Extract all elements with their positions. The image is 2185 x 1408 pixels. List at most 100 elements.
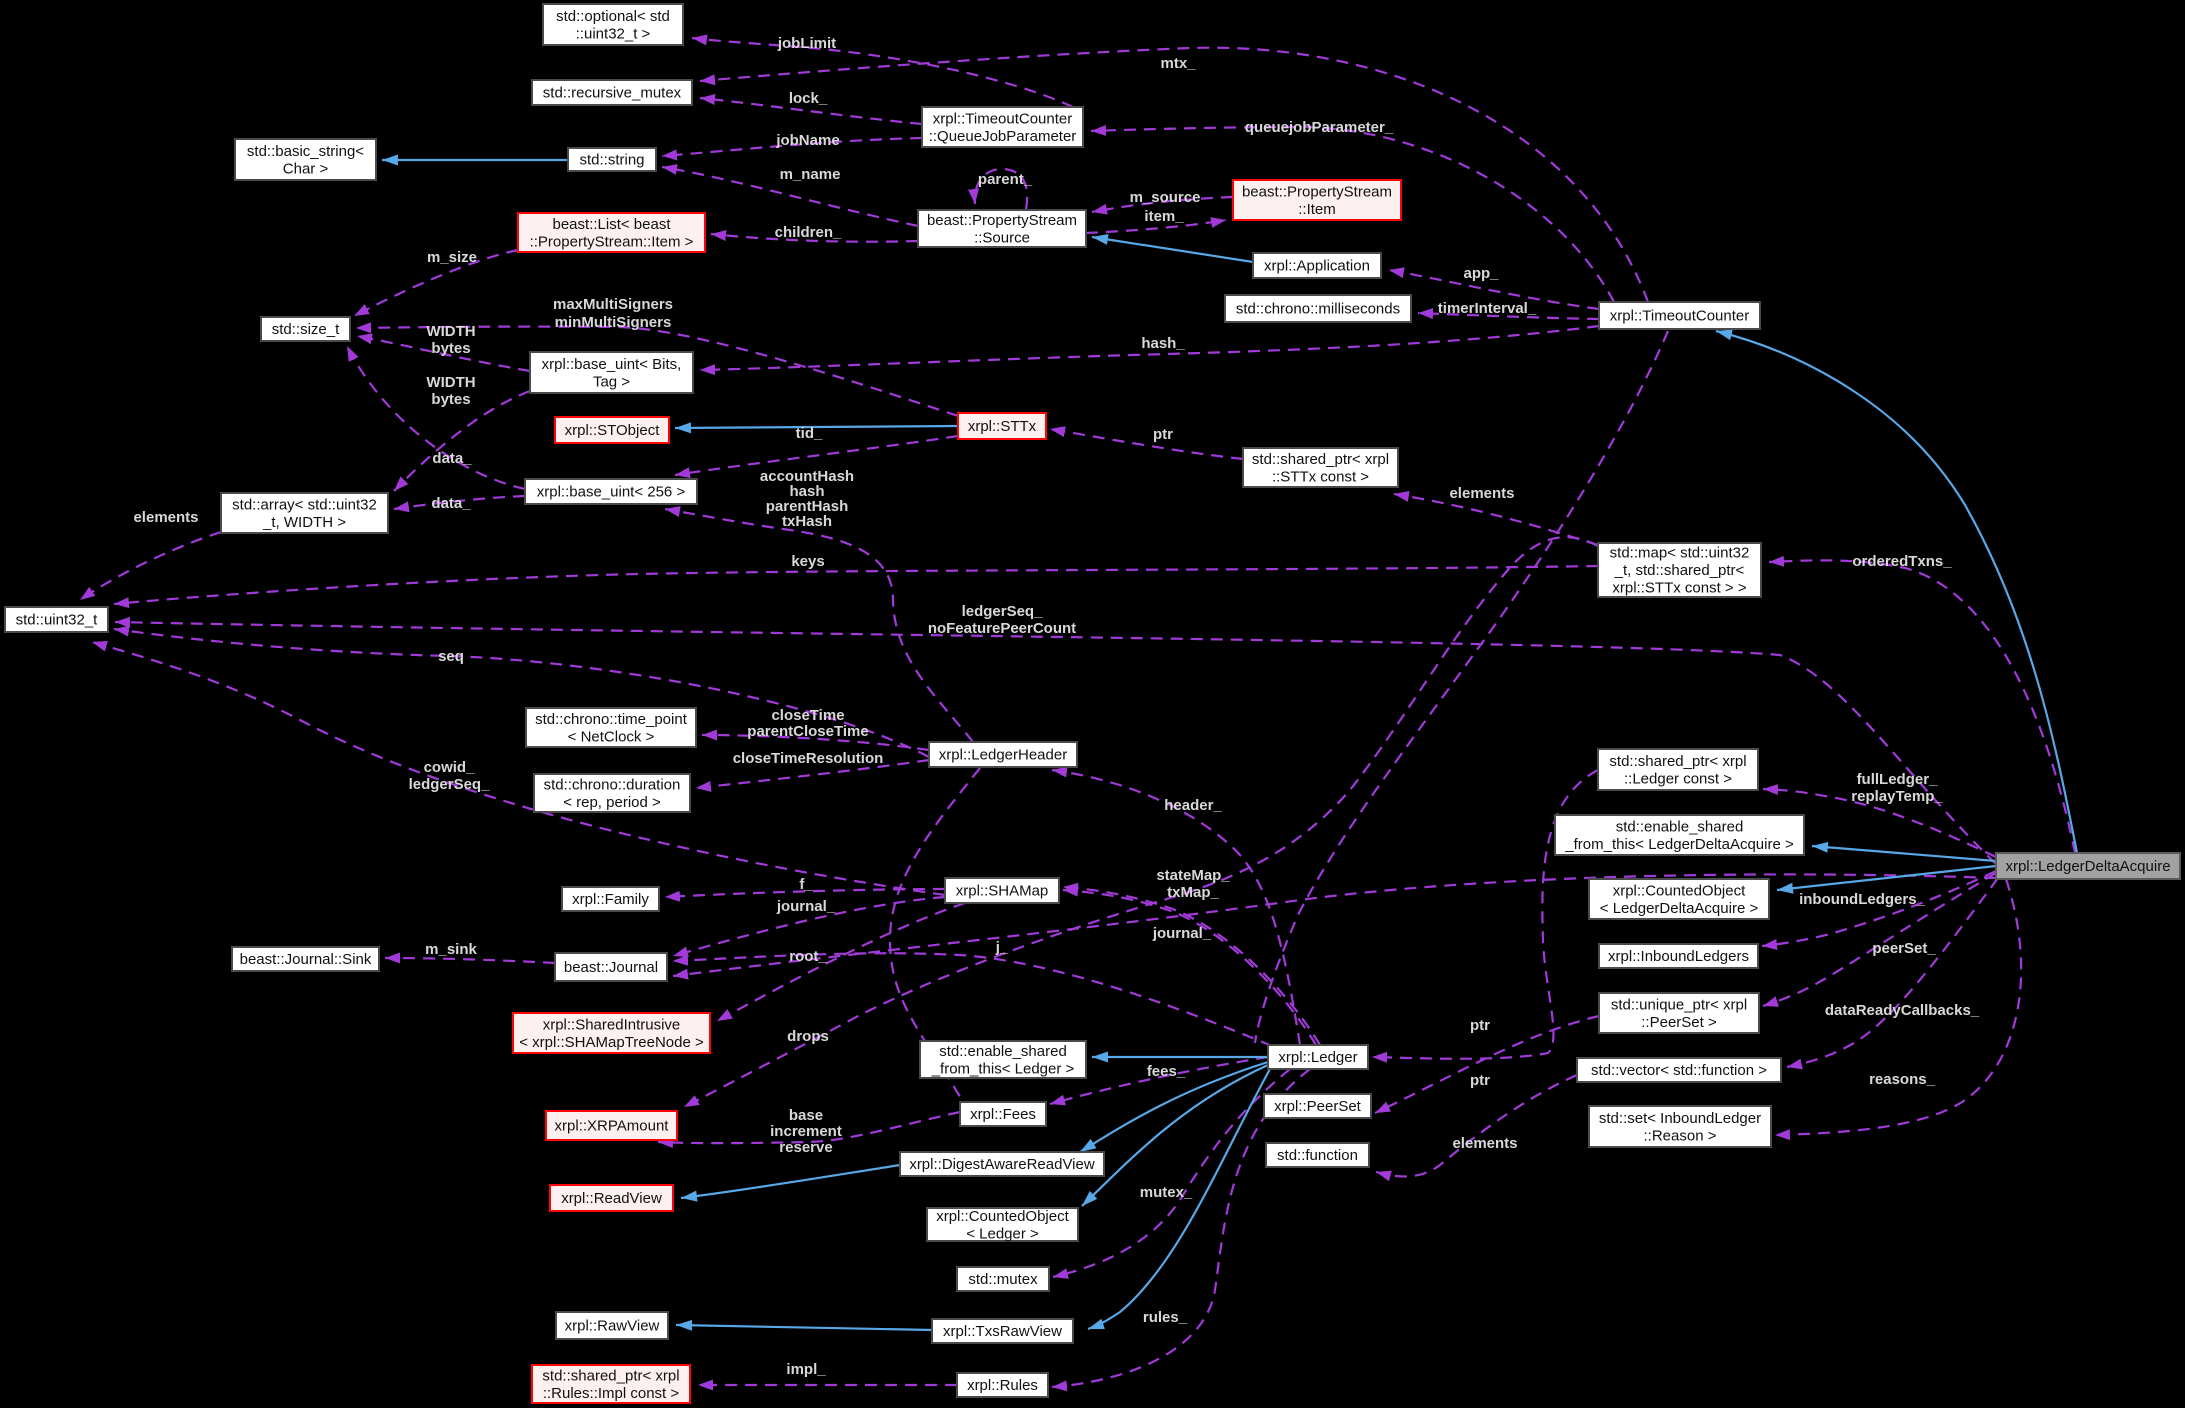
svg-text:closeTimeResolution: closeTimeResolution <box>733 750 884 767</box>
svg-text:xrpl::LedgerDeltaAcquire: xrpl::LedgerDeltaAcquire <box>2005 858 2170 875</box>
svg-text:WIDTH: WIDTH <box>426 323 475 340</box>
svg-text:::Reason >: ::Reason > <box>1644 1127 1717 1144</box>
svg-text:replayTemp_: replayTemp_ <box>1851 788 1943 805</box>
svg-text:timerInterval_: timerInterval_ <box>1438 300 1537 317</box>
svg-text:std::array< std::uint32: std::array< std::uint32 <box>232 496 377 513</box>
svg-text:::Item: ::Item <box>1298 201 1336 218</box>
svg-text:elements: elements <box>1449 485 1514 502</box>
svg-text:orderedTxns_: orderedTxns_ <box>1852 553 1952 570</box>
svg-text:< xrpl::SHAMapTreeNode >: < xrpl::SHAMapTreeNode > <box>519 1034 704 1051</box>
svg-text:mutex_: mutex_ <box>1140 1184 1193 1201</box>
svg-text:jobLimit: jobLimit <box>777 35 836 52</box>
svg-text:beast::List< beast: beast::List< beast <box>553 216 672 233</box>
svg-text:std::string: std::string <box>579 152 644 169</box>
svg-text:std::basic_string<: std::basic_string< <box>247 143 364 160</box>
svg-text:m_size: m_size <box>427 249 477 266</box>
svg-text:std::shared_ptr< xrpl: std::shared_ptr< xrpl <box>542 1367 679 1384</box>
svg-text:Tag >: Tag > <box>593 373 630 390</box>
svg-text:journal_: journal_ <box>1152 925 1212 942</box>
svg-text:hash_: hash_ <box>1141 335 1185 352</box>
svg-text:parentCloseTime: parentCloseTime <box>747 723 868 740</box>
svg-text:maxMultiSigners: maxMultiSigners <box>553 296 673 313</box>
svg-text:std::chrono::milliseconds: std::chrono::milliseconds <box>1236 301 1400 318</box>
svg-text:children_: children_ <box>775 224 842 241</box>
svg-text:ptr: ptr <box>1153 426 1173 443</box>
svg-text:stateMap_: stateMap_ <box>1156 867 1230 884</box>
svg-text:tid_: tid_ <box>796 425 823 442</box>
svg-text:cowid_: cowid_ <box>424 759 476 776</box>
svg-text:std::optional< std: std::optional< std <box>556 8 670 25</box>
svg-text:std::map< std::uint32: std::map< std::uint32 <box>1610 545 1750 562</box>
svg-text:std::unique_ptr< xrpl: std::unique_ptr< xrpl <box>1611 996 1747 1013</box>
svg-text:std::enable_shared: std::enable_shared <box>939 1043 1067 1060</box>
svg-text:xrpl::PeerSet: xrpl::PeerSet <box>1274 1098 1362 1115</box>
svg-text:std::shared_ptr< xrpl: std::shared_ptr< xrpl <box>1252 451 1389 468</box>
svg-text:base: base <box>789 1107 823 1124</box>
svg-text:xrpl::CountedObject: xrpl::CountedObject <box>1613 882 1746 899</box>
svg-text:::Source: ::Source <box>974 229 1030 246</box>
svg-text:_t, std::shared_ptr<: _t, std::shared_ptr< <box>1614 562 1745 579</box>
svg-text:xrpl::base_uint< 256 >: xrpl::base_uint< 256 > <box>537 484 686 501</box>
svg-text:xrpl::TimeoutCounter: xrpl::TimeoutCounter <box>933 110 1073 127</box>
svg-text:rules_: rules_ <box>1143 1309 1188 1326</box>
svg-text:beast::PropertyStream: beast::PropertyStream <box>927 212 1077 229</box>
svg-text:inboundLedgers_: inboundLedgers_ <box>1799 891 1925 908</box>
svg-text:txHash: txHash <box>782 513 832 530</box>
svg-text:xrpl::CountedObject: xrpl::CountedObject <box>936 1208 1069 1225</box>
svg-text:xrpl::SharedIntrusive: xrpl::SharedIntrusive <box>543 1016 681 1033</box>
svg-text:jobName: jobName <box>775 132 839 149</box>
svg-text:increment: increment <box>770 1123 842 1140</box>
svg-text:beast::PropertyStream: beast::PropertyStream <box>1242 183 1392 200</box>
svg-text:reserve: reserve <box>779 1139 832 1156</box>
svg-text:data_: data_ <box>432 450 472 467</box>
svg-text:mtx_: mtx_ <box>1160 55 1196 72</box>
svg-text:beast::Journal: beast::Journal <box>564 959 658 976</box>
svg-text:m_source: m_source <box>1130 189 1201 206</box>
svg-text:closeTime: closeTime <box>771 707 844 724</box>
svg-text:header_: header_ <box>1164 797 1222 814</box>
svg-text:xrpl::STObject: xrpl::STObject <box>565 422 661 439</box>
svg-text:xrpl::XRPAmount: xrpl::XRPAmount <box>555 1118 670 1135</box>
svg-text:xrpl::Application: xrpl::Application <box>1264 258 1370 275</box>
svg-text:parentHash: parentHash <box>766 498 849 515</box>
svg-text:_t, WIDTH >: _t, WIDTH > <box>262 514 346 531</box>
svg-text:< LedgerDeltaAcquire >: < LedgerDeltaAcquire > <box>1600 900 1759 917</box>
svg-text:ledgerSeq_: ledgerSeq_ <box>962 603 1044 620</box>
svg-text:xrpl::InboundLedgers: xrpl::InboundLedgers <box>1608 948 1749 965</box>
svg-text:j_: j_ <box>995 939 1009 956</box>
svg-text:app_: app_ <box>1463 265 1499 282</box>
svg-text:fees_: fees_ <box>1147 1063 1186 1080</box>
svg-text:m_name: m_name <box>780 166 841 183</box>
svg-text:WIDTH: WIDTH <box>426 374 475 391</box>
svg-text:std::shared_ptr< xrpl: std::shared_ptr< xrpl <box>1609 753 1746 770</box>
svg-text:txMap_: txMap_ <box>1167 884 1219 901</box>
svg-text:keys: keys <box>791 553 824 570</box>
svg-text:Char >: Char > <box>283 160 329 177</box>
svg-text:xrpl::STTx: xrpl::STTx <box>968 418 1037 435</box>
svg-text:xrpl::base_uint< Bits,: xrpl::base_uint< Bits, <box>542 356 682 373</box>
svg-text:lock_: lock_ <box>789 90 828 107</box>
svg-text:reasons_: reasons_ <box>1869 1071 1936 1088</box>
svg-text:std::size_t: std::size_t <box>272 321 340 338</box>
svg-text:ptr: ptr <box>1470 1017 1490 1034</box>
svg-text:xrpl::Ledger: xrpl::Ledger <box>1278 1049 1357 1066</box>
svg-text:seq: seq <box>438 648 464 665</box>
svg-text:std::function: std::function <box>1277 1147 1358 1164</box>
svg-text:xrpl::Rules: xrpl::Rules <box>967 1377 1038 1394</box>
svg-text:journal_: journal_ <box>776 898 836 915</box>
svg-text:beast::Journal::Sink: beast::Journal::Sink <box>240 951 372 968</box>
svg-text:parent_: parent_ <box>978 171 1033 188</box>
svg-text:peerSet_: peerSet_ <box>1872 940 1936 957</box>
svg-text:root_: root_ <box>789 948 827 965</box>
svg-text:< rep, period >: < rep, period > <box>563 794 661 811</box>
svg-text:std::recursive_mutex: std::recursive_mutex <box>543 85 682 102</box>
svg-text:std::chrono::time_point: std::chrono::time_point <box>535 711 688 728</box>
svg-text:hash: hash <box>789 483 824 500</box>
svg-text:xrpl::TxsRawView: xrpl::TxsRawView <box>943 1323 1062 1340</box>
svg-text:std::enable_shared: std::enable_shared <box>1616 818 1744 835</box>
svg-text:f_: f_ <box>799 876 813 893</box>
svg-text:xrpl::LedgerHeader: xrpl::LedgerHeader <box>939 747 1067 764</box>
svg-text:std::mutex: std::mutex <box>968 1271 1038 1288</box>
svg-text:accountHash: accountHash <box>760 468 854 485</box>
svg-text:xrpl::DigestAwareReadView: xrpl::DigestAwareReadView <box>909 1156 1095 1173</box>
